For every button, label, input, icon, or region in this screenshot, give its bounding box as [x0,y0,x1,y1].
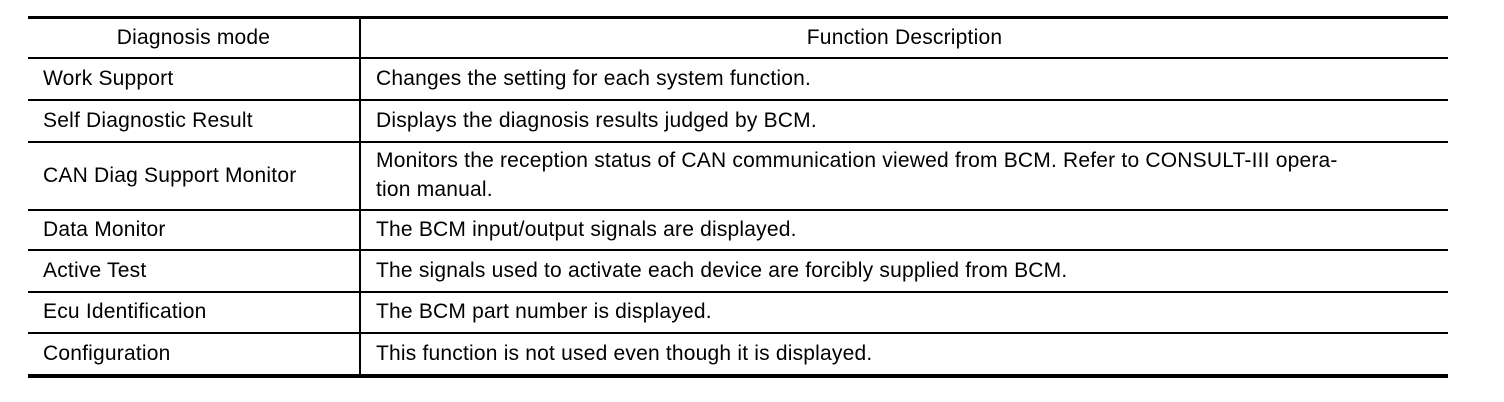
function-description-cell: The BCM input/output signals are display… [360,209,1448,250]
table-header: Diagnosis mode Function Description [28,17,1448,58]
diagnosis-mode-cell: Data Monitor [28,209,361,250]
diagnosis-mode-cell: CAN Diag Support Monitor [28,141,361,210]
function-description-cell: Changes the setting for each system func… [360,57,1448,100]
function-description-cell: The signals used to activate each device… [360,249,1448,292]
diagnosis-mode-cell: Work Support [28,57,361,100]
diagnosis-mode-table: Diagnosis mode Function Description Work… [28,16,1448,378]
diagnosis-mode-cell: Ecu Identification [28,291,361,333]
column-header-diagnosis-mode: Diagnosis mode [28,17,361,58]
function-description-cell: Monitors the reception status of CAN com… [360,141,1448,210]
column-header-function-description: Function Description [806,25,1003,49]
function-description-cell: The BCM part number is displayed. [360,291,1448,333]
header-row: Diagnosis mode Function Description [28,17,1448,58]
diagnosis-mode-cell: Active Test [28,249,361,292]
diagnosis-mode-cell: Self Diagnostic Result [28,99,361,142]
function-description-cell: This function is not used even though it… [360,332,1448,376]
diagnosis-mode-cell: Configuration [28,332,361,376]
function-description-cell: Displays the diagnosis results judged by… [360,99,1448,142]
